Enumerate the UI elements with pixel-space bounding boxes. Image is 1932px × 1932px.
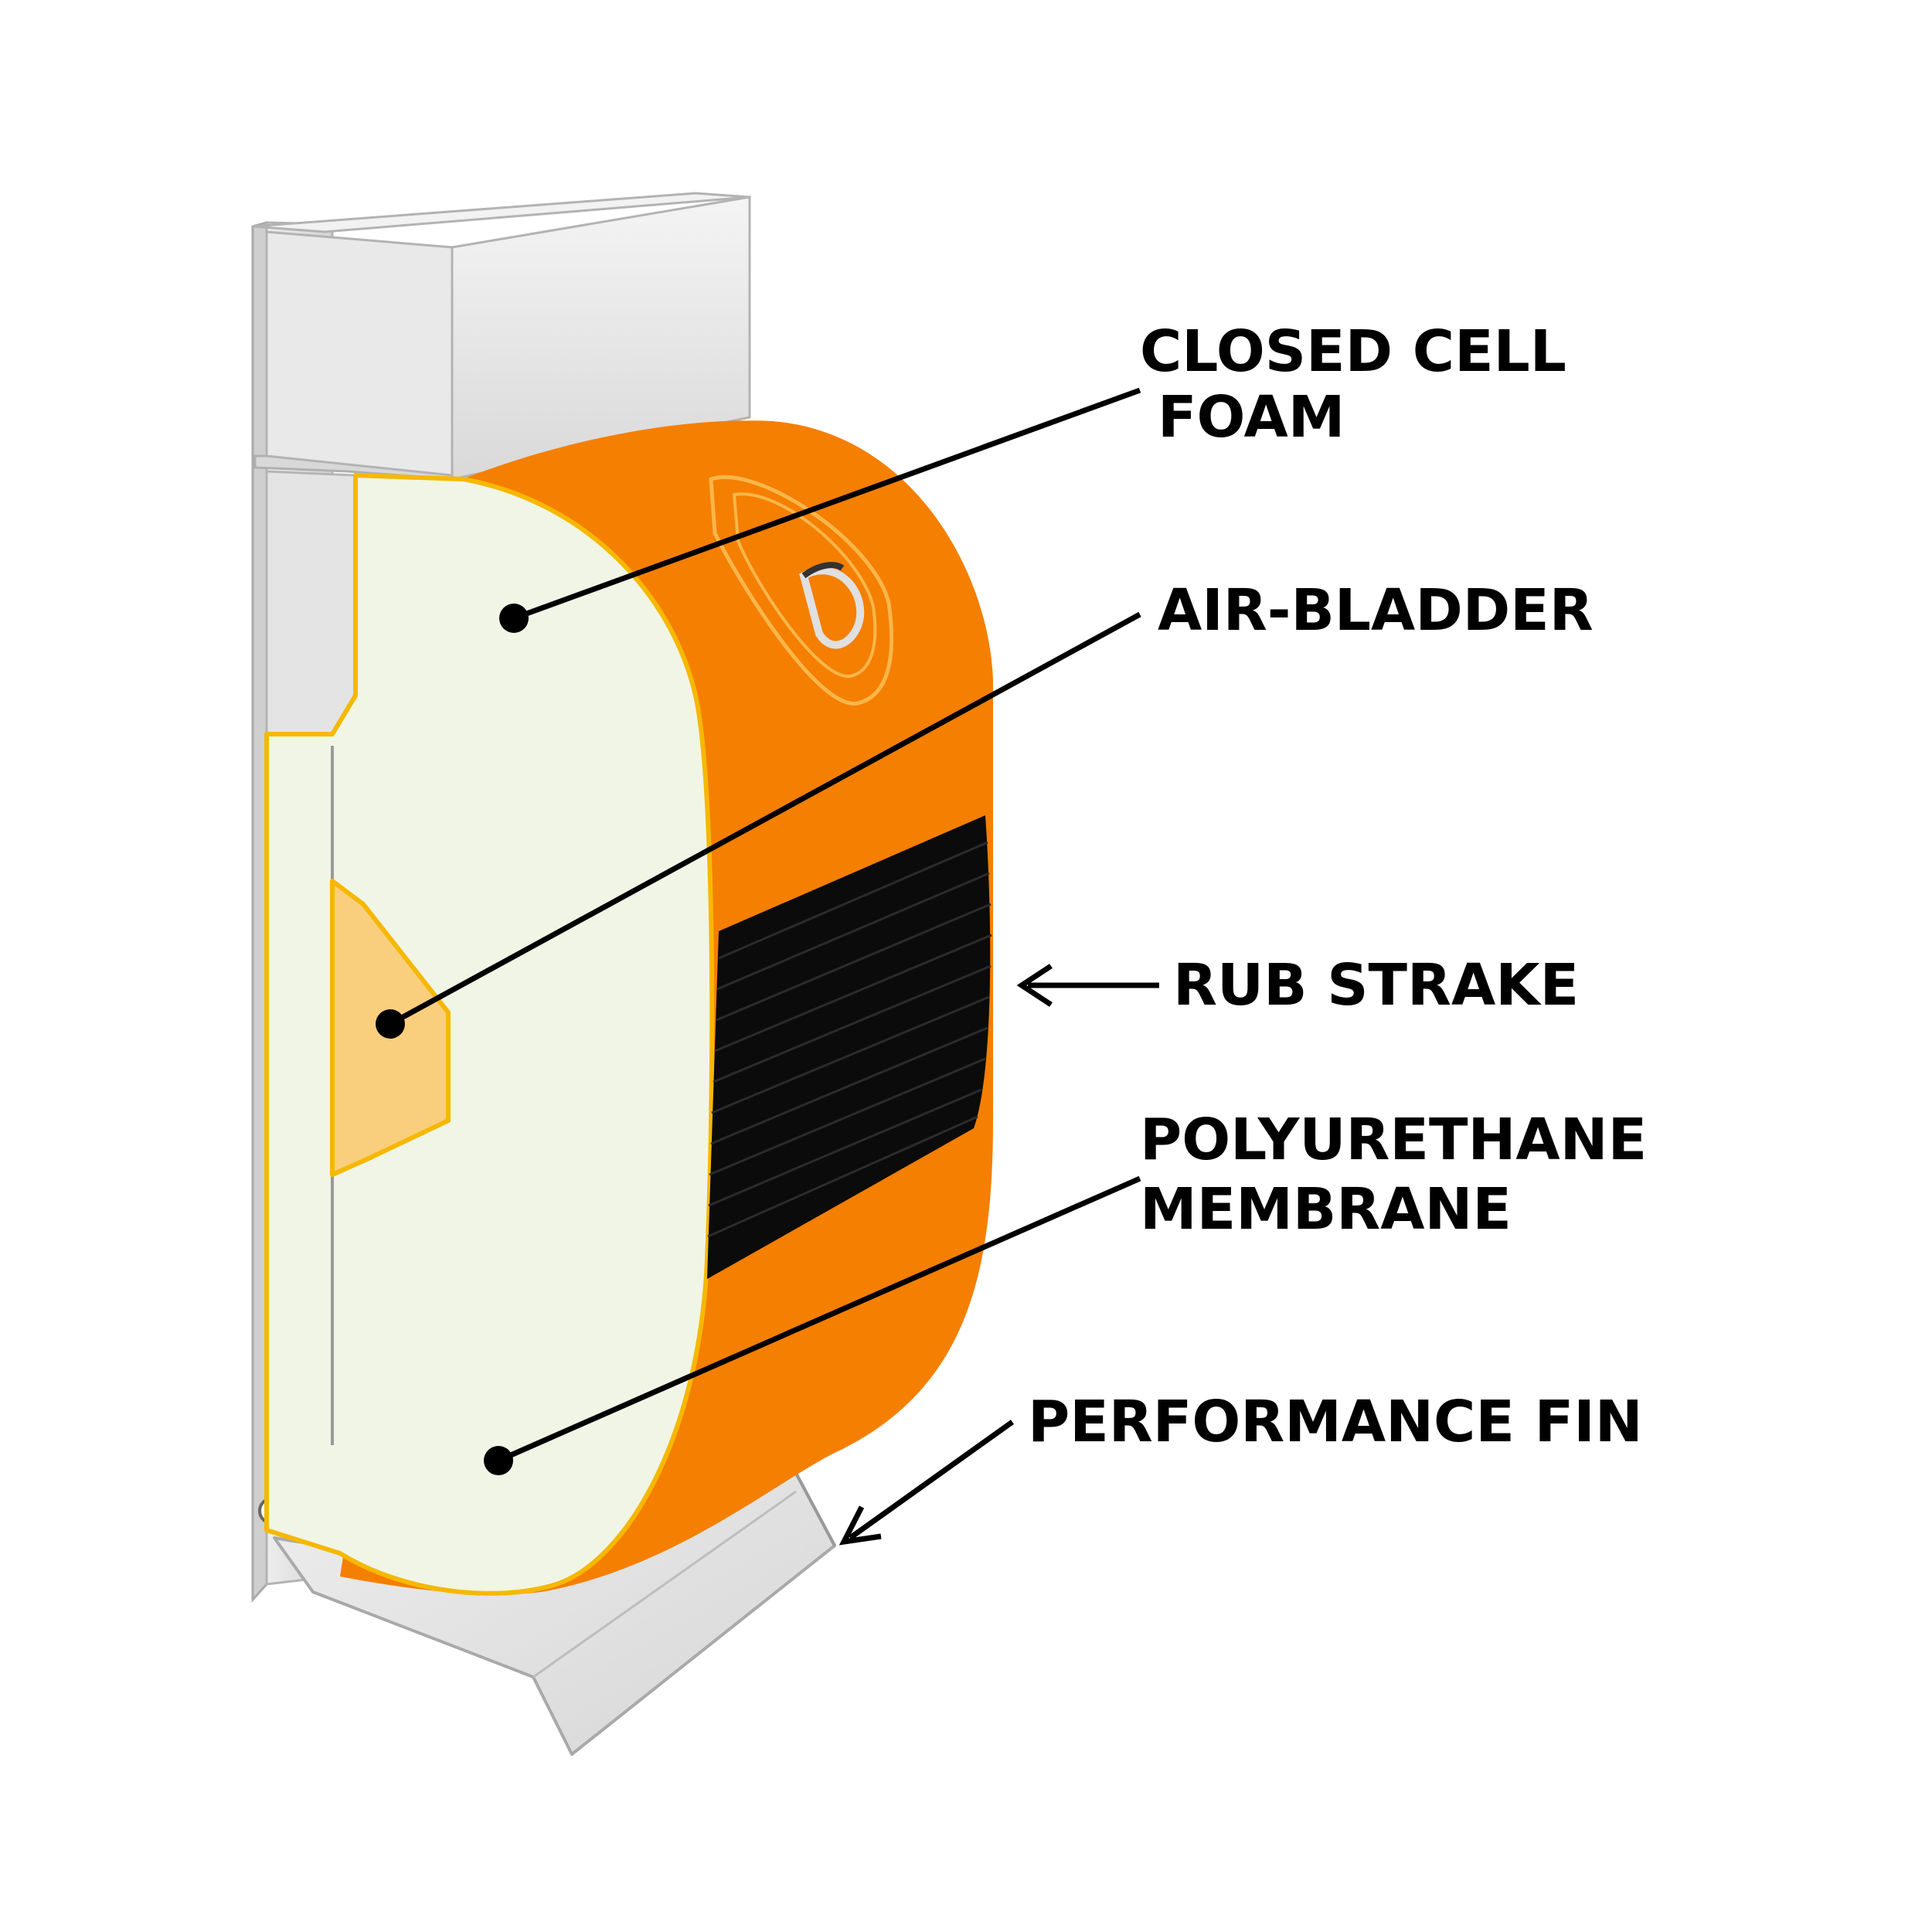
label-air-bladder: AIR-BLADDER (1158, 577, 1594, 644)
label-polyurethane-membrane-line1: POLYURETHANE (1140, 1107, 1647, 1173)
leader-air-bladder (389, 611, 1141, 1027)
closed-cell-foam-face (264, 473, 715, 1596)
arrowhead-performance-fin (838, 1505, 882, 1546)
leader-closed-cell-foam (512, 387, 1141, 621)
callout-labels: CLOSED CELL FOAM AIR-BLADDER RUB STRAKE … (1028, 318, 1647, 1455)
leader-dot-closed-cell-foam (499, 604, 529, 633)
leader-dot-polyurethane-membrane (484, 1446, 513, 1475)
label-closed-cell-foam-line2: FOAM (1158, 384, 1345, 451)
leader-polyurethane-membrane (497, 1175, 1141, 1464)
label-polyurethane-membrane-line2: MEMBRANE (1140, 1176, 1512, 1243)
arrowhead-rub-strake (1016, 964, 1053, 1007)
d-ring-patch (709, 475, 894, 706)
callout-leaders (376, 387, 1159, 1546)
label-closed-cell-foam-line1: CLOSED CELL (1140, 318, 1566, 385)
label-rub-strake: RUB STRAKE (1173, 952, 1579, 1019)
rub-strake (707, 815, 992, 1279)
label-performance-fin: PERFORMANCE FIN (1028, 1389, 1643, 1455)
leader-dot-air-bladder (376, 1009, 405, 1039)
arrow-performance-fin (848, 1420, 1015, 1540)
